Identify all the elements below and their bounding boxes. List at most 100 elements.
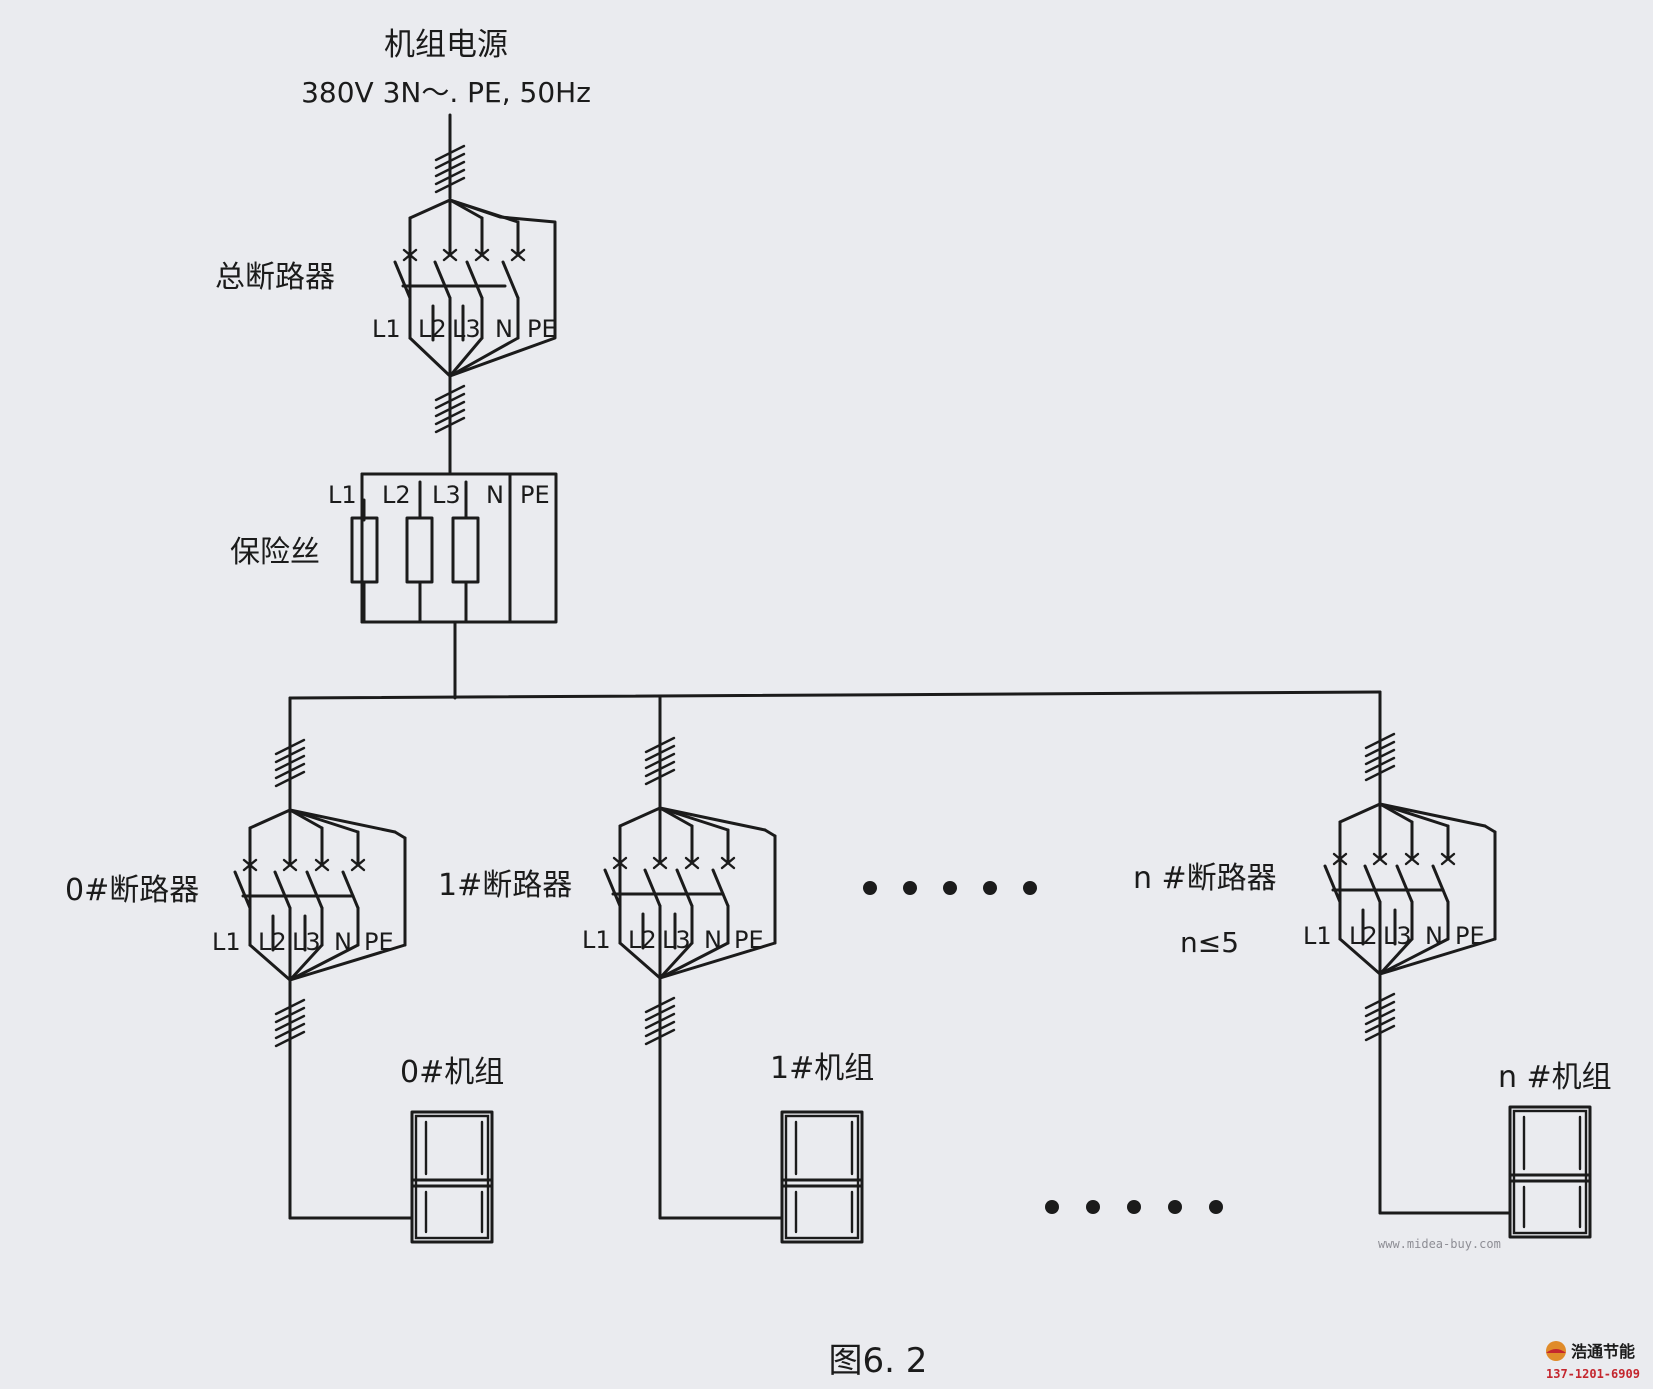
- ellipsis-dot: [983, 881, 997, 895]
- switch-x-mark: [1372, 852, 1388, 866]
- wire: [288, 943, 324, 982]
- wire: [658, 941, 777, 980]
- ellipsis-dot: [1086, 1200, 1100, 1214]
- hatch-stroke: [274, 762, 306, 780]
- brand-logo: 浩通节能 137-1201-6909: [1546, 1341, 1640, 1381]
- cable-hatch: [274, 998, 306, 1048]
- cable-hatch: [274, 738, 306, 788]
- wire: [393, 830, 407, 840]
- switch-contact: [273, 870, 292, 910]
- terminal-label: L3: [432, 481, 461, 509]
- switch-contact: [341, 870, 360, 910]
- switch-contact: [1431, 864, 1450, 904]
- hatch-stroke: [644, 1028, 676, 1046]
- ellipsis-dot: [943, 881, 957, 895]
- switch-x-mark: [684, 856, 700, 870]
- terminal-label: N: [495, 315, 513, 343]
- unit-inner: [1512, 1109, 1588, 1235]
- ellipsis-dot: [1127, 1200, 1141, 1214]
- cable-hatch-main-top: [434, 144, 466, 194]
- terminal-label: L3: [1383, 922, 1412, 950]
- switch-x-mark: [350, 858, 366, 872]
- hatch-stroke: [274, 746, 306, 764]
- terminal-label: L3: [292, 928, 321, 956]
- hatch-stroke: [1364, 764, 1396, 782]
- branch-breaker-label: 0#断路器: [65, 873, 199, 908]
- switch-contact: [1363, 864, 1382, 904]
- hatch-stroke: [274, 1006, 306, 1024]
- terminal-label: PE: [520, 481, 550, 509]
- hatch-stroke: [274, 754, 306, 772]
- wire: [658, 806, 767, 832]
- figure-caption: 图6. 2: [829, 1341, 928, 1381]
- fuse-terminals: L1 L2 L3 N PE: [328, 481, 550, 509]
- hatch-stroke: [274, 770, 306, 788]
- unit-outline: [410, 1110, 494, 1244]
- wire: [1378, 937, 1414, 976]
- hatch-stroke: [274, 998, 306, 1016]
- branch-breaker-label: n #断路器: [1133, 861, 1277, 896]
- hatch-stroke: [1364, 1024, 1396, 1042]
- wire: [658, 941, 730, 980]
- switch-x-mark: [652, 856, 668, 870]
- cable-hatch: [644, 736, 676, 786]
- main-breaker-symbol: [393, 198, 557, 378]
- hatch-stroke: [1364, 1016, 1396, 1034]
- switch-contact: [643, 868, 662, 908]
- unit-symbol: [780, 1110, 864, 1244]
- hatch-stroke: [1364, 748, 1396, 766]
- fuse-label: 保险丝: [230, 535, 320, 570]
- switch-x-mark: [612, 856, 628, 870]
- hatch-stroke: [644, 1004, 676, 1022]
- unit-outline: [1508, 1105, 1592, 1239]
- wire: [1338, 802, 1382, 824]
- switch-contact: [305, 870, 324, 910]
- terminal-label: PE: [527, 315, 557, 343]
- hatch-stroke: [274, 1014, 306, 1032]
- ellipsis-dot: [1209, 1200, 1223, 1214]
- unit-symbol: [1508, 1105, 1592, 1239]
- switch-x-mark: [242, 858, 258, 872]
- wire: [248, 808, 292, 830]
- switch-x-mark: [720, 856, 736, 870]
- terminal-label: L1: [372, 315, 401, 343]
- terminal-label: L1: [582, 926, 611, 954]
- wire: [1378, 937, 1497, 976]
- hatch-stroke: [644, 1020, 676, 1038]
- ellipsis-dot: [1168, 1200, 1182, 1214]
- unit-symbol: [410, 1110, 494, 1244]
- switch-contact: [233, 870, 252, 910]
- wire: [1338, 937, 1382, 976]
- cable-hatch: [644, 996, 676, 1046]
- switch-x-mark: [314, 858, 330, 872]
- hatch-stroke: [1364, 992, 1396, 1010]
- brand-name: 浩通节能: [1571, 1342, 1635, 1361]
- cable-hatch: [1364, 992, 1396, 1042]
- main-breaker-terminals: L1 L2 L3 N PE: [372, 315, 557, 343]
- switch-x-mark: [1332, 852, 1348, 866]
- terminal-label: N: [1425, 922, 1443, 950]
- terminal-label: N: [334, 928, 352, 956]
- hatch-stroke: [644, 768, 676, 786]
- wire: [1378, 802, 1487, 828]
- hatch-stroke: [1364, 1008, 1396, 1026]
- hatch-stroke: [274, 1022, 306, 1040]
- terminal-label: L1: [212, 928, 241, 956]
- hatch-stroke: [644, 1012, 676, 1030]
- wire: [658, 941, 694, 980]
- unit-label: 1#机组: [770, 1051, 874, 1086]
- wire: [618, 941, 662, 980]
- wire: [618, 806, 662, 828]
- hatch-stroke: [644, 752, 676, 770]
- unit-inner: [784, 1114, 860, 1240]
- fuse-block: [350, 472, 558, 624]
- wire: [248, 943, 292, 982]
- wire: [763, 828, 777, 838]
- switch-contact: [711, 868, 730, 908]
- hatch-stroke: [644, 736, 676, 754]
- hatch-stroke: [644, 996, 676, 1014]
